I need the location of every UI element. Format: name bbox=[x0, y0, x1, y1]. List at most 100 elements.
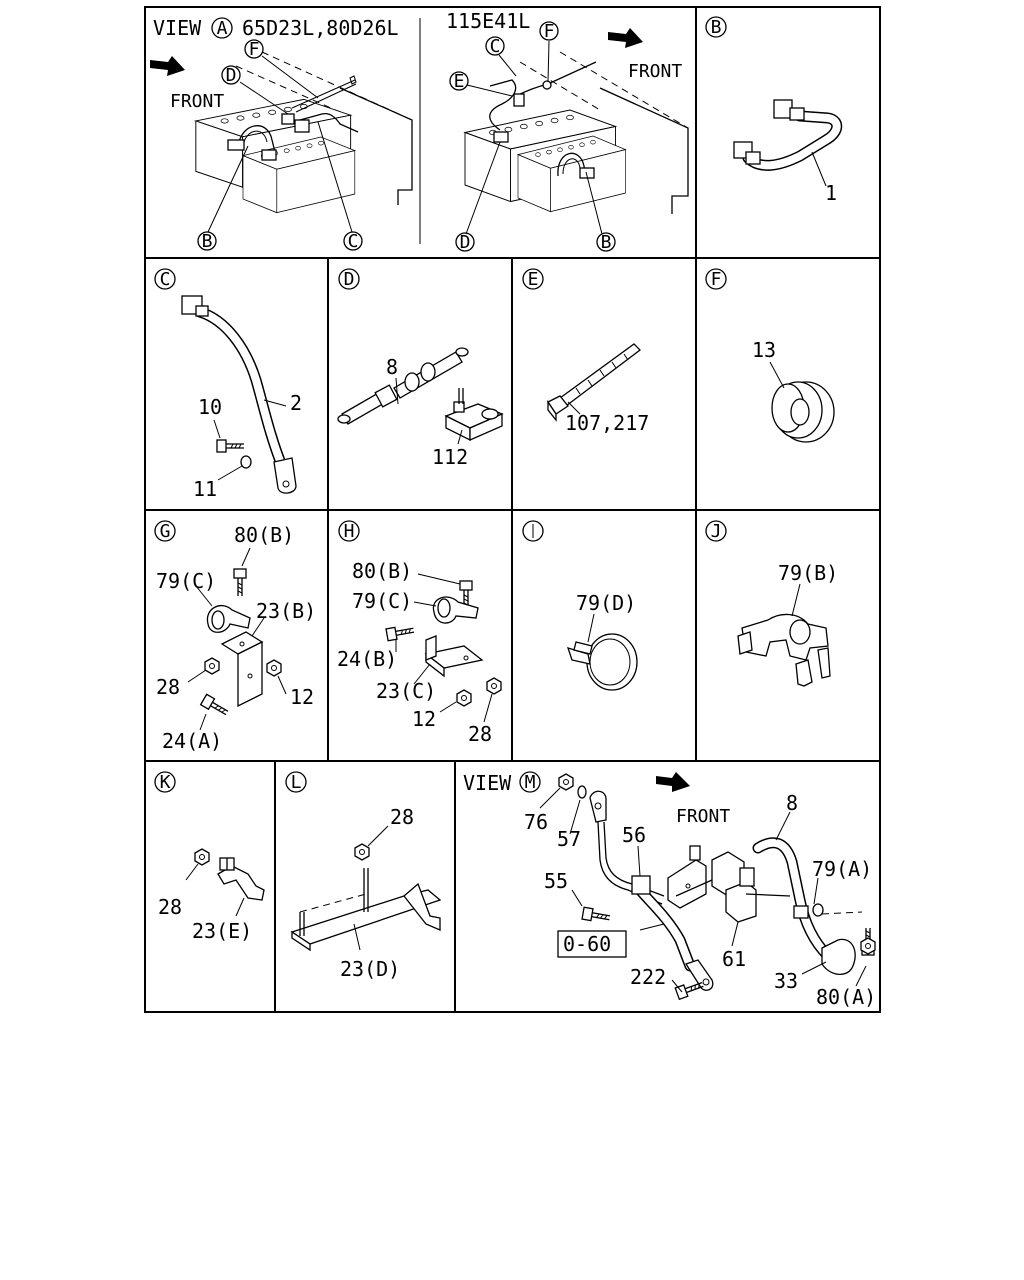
callout-e bbox=[449, 71, 469, 91]
panel-j-circle bbox=[705, 520, 727, 542]
panel-h: H 80(B) 79(C) 24(B) 23(C) 12 28 bbox=[337, 520, 502, 746]
callout-f-letter: F bbox=[544, 21, 555, 42]
bolt-24b bbox=[385, 623, 416, 642]
panel-c: C 2 10 11 bbox=[154, 268, 302, 501]
callout-f bbox=[539, 21, 559, 41]
callout-c bbox=[343, 231, 363, 251]
panel-c-circle bbox=[154, 268, 176, 290]
panel-j-letter: J bbox=[711, 521, 722, 542]
view-a-circle bbox=[211, 17, 233, 39]
view-m-front-label: FRONT bbox=[676, 806, 730, 827]
part-number-8: 8 bbox=[786, 791, 798, 815]
callout-f bbox=[244, 39, 264, 59]
panel-k-letter: K bbox=[160, 772, 171, 793]
clip-79c bbox=[206, 605, 251, 633]
bolt-10 bbox=[216, 439, 245, 453]
cable-boot-8 bbox=[337, 347, 469, 425]
view-a-panel: VIEW A 65D23L,80D26L FRONT bbox=[150, 16, 413, 252]
terminal-clamp bbox=[195, 305, 209, 317]
terminal-112 bbox=[444, 388, 504, 442]
panel-f-circle bbox=[705, 268, 727, 290]
view-a-front-label: FRONT bbox=[170, 91, 224, 112]
panel-g-letter: G bbox=[160, 521, 171, 542]
panel-i-circle bbox=[522, 520, 544, 542]
nut-80a bbox=[860, 937, 876, 955]
panel-k: K 28 23(E) bbox=[154, 771, 265, 943]
part-number-222: 222 bbox=[630, 965, 666, 989]
callout-b-letter: B bbox=[202, 231, 213, 252]
cable-tie-107 bbox=[547, 343, 641, 422]
callout-c-letter: C bbox=[490, 36, 501, 57]
panel-d-circle bbox=[338, 268, 360, 290]
view-a2-models: 115E41L bbox=[446, 9, 530, 33]
part-number-79a: 79(A) bbox=[812, 857, 872, 881]
bracket-23e bbox=[217, 857, 265, 901]
part-number-23e: 23(E) bbox=[192, 919, 252, 943]
washer-57 bbox=[577, 785, 587, 799]
nut-28 bbox=[354, 843, 370, 861]
part-number-61: 61 bbox=[722, 947, 746, 971]
main-cable bbox=[299, 112, 359, 133]
reference-box-text: 0-60 bbox=[563, 932, 611, 956]
part-number-79b: 79(B) bbox=[778, 561, 838, 585]
panel-i: 79(D) bbox=[522, 520, 638, 691]
nut-12 bbox=[266, 659, 282, 677]
panel-l: L 28 23(D) bbox=[285, 771, 442, 981]
part-number-13: 13 bbox=[752, 338, 776, 362]
front-arrow-icon bbox=[150, 56, 185, 76]
view-a-letter: A bbox=[217, 18, 228, 39]
bolt-80b bbox=[233, 568, 247, 597]
view-m-circle bbox=[519, 771, 541, 793]
part-number-57: 57 bbox=[557, 827, 581, 851]
panel-h-letter: H bbox=[344, 521, 355, 542]
battery-jumper-cable bbox=[557, 152, 587, 179]
band-clamp-79d bbox=[566, 633, 638, 691]
washer-11 bbox=[240, 455, 252, 469]
clip-79b bbox=[737, 613, 831, 687]
callout-d-letter: D bbox=[460, 232, 471, 253]
part-number-1: 1 bbox=[825, 181, 837, 205]
terminal-clamp bbox=[281, 113, 295, 125]
part-number-79c: 79(C) bbox=[156, 569, 216, 593]
panel-e: E 107,217 bbox=[522, 268, 649, 435]
part-number-79d: 79(D) bbox=[576, 591, 636, 615]
front-arrow-icon bbox=[608, 28, 643, 48]
battery-cable-56 bbox=[631, 875, 714, 991]
battery-jumper-cable-part bbox=[733, 99, 843, 171]
part-number-28: 28 bbox=[390, 805, 414, 829]
panel-b-letter: B bbox=[711, 17, 722, 38]
battery-tray-bracket bbox=[519, 51, 689, 214]
front-arrow-icon bbox=[656, 772, 690, 792]
cable-clip bbox=[542, 80, 552, 90]
part-number-23b: 23(B) bbox=[256, 599, 316, 623]
part-number-55: 55 bbox=[544, 869, 568, 893]
panel-g: G 80(B) 79(C) 23(B) 28 12 24(A) bbox=[154, 520, 316, 753]
part-number-24a: 24(A) bbox=[162, 729, 222, 753]
relay-bracket-61 bbox=[667, 845, 791, 923]
bracket-23b bbox=[220, 631, 264, 708]
part-number-76: 76 bbox=[524, 810, 548, 834]
part-number-2: 2 bbox=[290, 391, 302, 415]
part-number-33: 33 bbox=[774, 969, 798, 993]
panel-g-circle bbox=[154, 520, 176, 542]
terminal-clamp bbox=[261, 149, 277, 161]
part-number-10: 10 bbox=[198, 395, 222, 419]
part-number-79c: 79(C) bbox=[352, 589, 412, 613]
bracket-23c bbox=[424, 635, 484, 678]
clip-79a bbox=[793, 905, 809, 919]
panel-d-letter: D bbox=[344, 269, 355, 290]
part-number-80a: 80(A) bbox=[816, 985, 876, 1009]
part-number-107-217: 107,217 bbox=[565, 411, 649, 435]
panel-grid bbox=[144, 6, 881, 1013]
part-number-23c: 23(C) bbox=[376, 679, 436, 703]
part-number-12: 12 bbox=[290, 685, 314, 709]
bolt-24a bbox=[200, 693, 231, 719]
part-number-23d: 23(D) bbox=[340, 957, 400, 981]
part-number-28: 28 bbox=[468, 722, 492, 746]
panel-e-circle bbox=[522, 268, 544, 290]
callout-f-letter: F bbox=[249, 39, 260, 60]
ring-terminal bbox=[273, 457, 297, 494]
panel-b-circle bbox=[705, 16, 727, 38]
part-number-11: 11 bbox=[193, 477, 217, 501]
